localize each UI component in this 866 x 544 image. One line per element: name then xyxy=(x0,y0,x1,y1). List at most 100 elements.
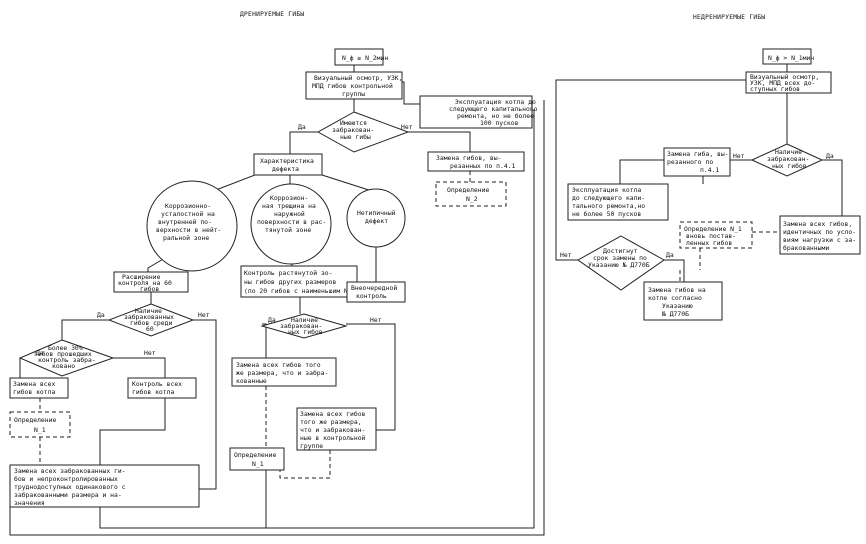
define-n1-mid-block: Определение N_1 xyxy=(229,447,285,471)
decision-right-diamond: Наличие забракован- ных гибов xyxy=(750,143,824,177)
label-yes-stretched: Да xyxy=(268,316,276,324)
svg-text:ремонта, но не более: ремонта, но не более xyxy=(457,112,534,120)
svg-text:N_1: N_1 xyxy=(34,426,46,434)
svg-text:УЗК, МПД всех до-: УЗК, МПД всех до- xyxy=(750,79,815,87)
svg-text:Замена гибов на: Замена гибов на xyxy=(648,286,706,294)
svg-text:Расширение: Расширение xyxy=(122,273,161,281)
svg-text:забракован-: забракован- xyxy=(280,322,322,330)
svg-text:Замена всех забракованных ги-: Замена всех забракованных ги- xyxy=(14,467,126,475)
svg-text:срок замены по: срок замены по xyxy=(593,254,647,262)
svg-text:Характеристика: Характеристика xyxy=(260,157,314,165)
svg-text:ступных гибов: ступных гибов xyxy=(750,85,800,93)
svg-text:ных гибов: ных гибов xyxy=(288,328,323,336)
visual-inspection-left-block: Визуальный осмотр, УЗК, МПД гибов контро… xyxy=(305,71,403,100)
svg-text:бракованными: бракованными xyxy=(783,244,829,252)
svg-text:Контроль всех: Контроль всех xyxy=(132,380,182,388)
replace-cut-right-block: Замена гиба, вы- резанного по п.4.1 xyxy=(663,147,731,177)
circle-corrosion-fatigue: Коррозионно- усталостной на внутренней п… xyxy=(146,180,238,272)
define-n1-right-block: Определение N_1 вновь постав- ленных гиб… xyxy=(679,221,753,249)
svg-text:ные гибы: ные гибы xyxy=(340,133,371,141)
start-right-block: N_ф > N_1мин xyxy=(762,48,814,65)
svg-text:N_ф ≥ N_2мин: N_ф ≥ N_2мин xyxy=(342,54,388,62)
svg-text:Более 30%: Более 30% xyxy=(48,344,83,352)
svg-text:Визуальный осмотр, УЗК,: Визуальный осмотр, УЗК, xyxy=(314,74,403,82)
svg-text:Наличие: Наличие xyxy=(135,307,162,315)
svg-text:наружной: наружной xyxy=(274,210,305,218)
svg-text:контроля на 60: контроля на 60 xyxy=(118,279,172,287)
svg-text:дефект: дефект xyxy=(365,217,388,225)
svg-text:Контроль растянутой зо-: Контроль растянутой зо- xyxy=(244,269,333,277)
svg-text:ральной зоне: ральной зоне xyxy=(163,234,209,242)
decision-60-diamond: Наличие забракованных гибов среди 60 xyxy=(107,303,195,337)
label-yes-right: Да xyxy=(826,152,834,160)
label-no-30: Нет xyxy=(144,349,156,357)
svg-text:ленных гибов: ленных гибов xyxy=(686,239,732,247)
extra-control-block: Внеочередной контроль xyxy=(346,281,406,303)
replace-all-boiler-block: Замена всех гибов котла xyxy=(9,377,69,399)
svg-text:резанных по п.4.1: резанных по п.4.1 xyxy=(450,162,516,170)
decision-30-diamond: Более 30% гибов прошедших контроль забра… xyxy=(18,339,115,377)
svg-text:дефекта: дефекта xyxy=(272,165,299,173)
svg-text:идентичных по усло-: идентичных по усло- xyxy=(783,228,856,236)
start-left-block: N_ф ≥ N_2мин xyxy=(334,48,388,66)
svg-text:МПД гибов контрольной: МПД гибов контрольной xyxy=(312,82,393,90)
svg-text:Замена всех гибов того: Замена всех гибов того xyxy=(236,361,321,369)
svg-text:Достигнут: Достигнут xyxy=(603,247,638,255)
svg-text:забракован-: забракован- xyxy=(767,155,809,163)
svg-text:Определение: Определение xyxy=(447,186,489,194)
svg-text:верхности в нейт-: верхности в нейт- xyxy=(156,226,221,234)
svg-text:забракован-: забракован- xyxy=(332,126,374,134)
svg-text:контроль: контроль xyxy=(356,292,387,300)
svg-text:же размера, что и забра-: же размера, что и забра- xyxy=(236,369,328,377)
svg-text:группе: группе xyxy=(300,442,323,450)
svg-text:Коррозионно-: Коррозионно- xyxy=(165,202,211,210)
operation-boiler-block: Эксплуатация котла до следующего капитал… xyxy=(419,95,538,129)
decision-term-diamond: Достигнут срок замены по Указанию № Д770… xyxy=(577,235,665,291)
replace-by-order-block: Замена гибов на котле согласно Указанию … xyxy=(643,281,723,321)
svg-text:Замена всех: Замена всех xyxy=(13,380,55,388)
replace-same-size-block: Замена всех гибов того же размера, что и… xyxy=(231,357,337,387)
svg-text:N_1: N_1 xyxy=(252,460,264,468)
control-all-boiler-block: Контроль всех гибов котла xyxy=(127,377,197,399)
svg-text:№ Д770Б: № Д770Б xyxy=(662,310,689,318)
replace-cut-left-block: Замена гибов, вы- резанных по п.4.1 xyxy=(427,151,525,172)
svg-text:Замена всех гибов: Замена всех гибов xyxy=(300,410,366,418)
circle-corrosion-crack: Коррозион- ная трещина на наружной повер… xyxy=(250,183,332,265)
svg-text:Указанию: Указанию xyxy=(662,302,693,310)
label-no-60: Нет xyxy=(198,311,210,319)
operation-right-block: Эксплуатация котла до следующего капи- т… xyxy=(567,183,669,221)
label-yes-defects: Да xyxy=(298,123,306,131)
svg-text:Визуальный осмотр,: Визуальный осмотр, xyxy=(750,73,819,81)
header-undrained: НЕДРЕНИРУЕМЫЕ ГИБЫ xyxy=(693,14,765,21)
extend-control-block: Расширение контроля на 60 гибов xyxy=(113,271,189,293)
label-yes-60: Да xyxy=(97,311,105,319)
svg-text:гибов: гибов xyxy=(140,285,159,293)
svg-text:поверхности в рас-: поверхности в рас- xyxy=(257,218,326,226)
svg-text:N_ф > N_1мин: N_ф > N_1мин xyxy=(768,54,814,62)
svg-text:Эксплуатация котла до: Эксплуатация котла до xyxy=(455,98,536,106)
circle-atypical-defect: Нетипичный дефект xyxy=(346,188,406,248)
svg-text:того же размера,: того же размера, xyxy=(300,418,362,426)
svg-text:п.4.1: п.4.1 xyxy=(700,166,719,174)
svg-text:Указанию № Д770Б: Указанию № Д770Б xyxy=(588,261,650,269)
svg-text:Замена всех гибов,: Замена всех гибов, xyxy=(783,220,852,228)
svg-text:ная трещина на: ная трещина на xyxy=(262,202,316,210)
svg-text:гибов прошедших: гибов прошедших xyxy=(34,350,92,358)
svg-text:до следующего капи-: до следующего капи- xyxy=(572,194,645,202)
svg-text:Наличие: Наличие xyxy=(291,316,318,324)
svg-text:(по 20 гибов с наименьшим N_2: (по 20 гибов с наименьшим N_2 ) xyxy=(244,287,363,295)
svg-text:забракованных: забракованных xyxy=(124,313,174,321)
svg-text:не более 50 пусков: не более 50 пусков xyxy=(572,210,641,218)
svg-text:Определение: Определение xyxy=(14,416,56,424)
svg-text:Коррозион-: Коррозион- xyxy=(270,194,308,202)
replace-bottom-block: Замена всех забракованных ги- бов и непр… xyxy=(9,464,200,508)
svg-text:вновь постав-: вновь постав- xyxy=(686,232,736,240)
label-no-right: Нет xyxy=(733,152,745,160)
svg-text:Определение N_1: Определение N_1 xyxy=(684,225,742,233)
svg-text:гибов котла: гибов котла xyxy=(132,388,174,396)
svg-text:что и забракован-: что и забракован- xyxy=(300,426,365,434)
control-stretched-block: Контроль растянутой зо- ны гибов других … xyxy=(240,265,363,298)
svg-text:ковано: ковано xyxy=(52,362,75,370)
svg-text:следующего капитального: следующего капитального xyxy=(449,105,538,113)
svg-text:ных гибов: ных гибов xyxy=(772,162,807,170)
